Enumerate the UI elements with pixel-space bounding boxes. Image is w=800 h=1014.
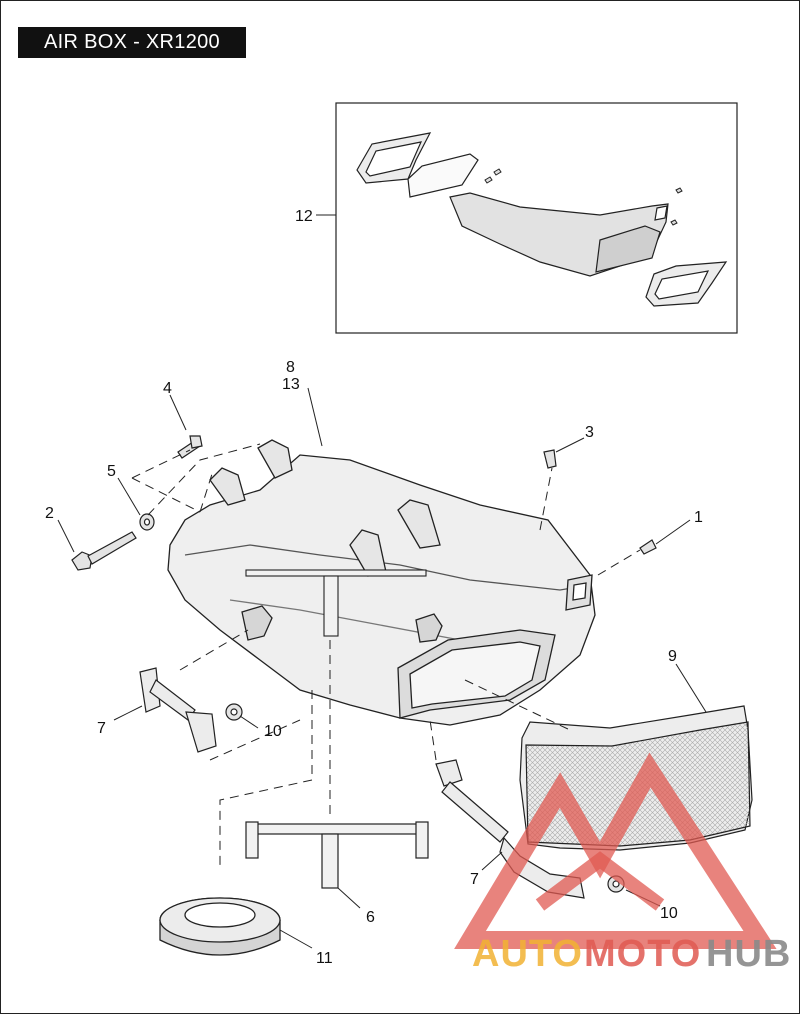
screw-4 <box>177 435 203 459</box>
callout-13: 13 <box>282 376 300 393</box>
callout-2: 2 <box>45 505 54 522</box>
inset-left-trim <box>356 132 432 184</box>
breather-hose-left <box>139 667 217 753</box>
bolt-2 <box>71 531 137 571</box>
clamp-10-left <box>225 703 243 721</box>
callout-10-right: 10 <box>660 905 678 922</box>
assembly-lines <box>131 443 641 870</box>
screw-1 <box>639 539 657 555</box>
callout-6: 6 <box>366 909 375 926</box>
watermark-auto: AUTO <box>472 933 583 975</box>
callout-8: 8 <box>286 359 295 376</box>
callout-9: 9 <box>668 648 677 665</box>
screw-3 <box>543 449 557 469</box>
vent-hose-on-housing <box>245 569 427 637</box>
air-box-housing <box>167 439 596 726</box>
callout-1: 1 <box>694 509 703 526</box>
callout-12: 12 <box>295 208 313 225</box>
callout-10-left: 10 <box>264 723 282 740</box>
callout-7-left: 7 <box>97 720 106 737</box>
inset-box <box>335 102 738 334</box>
watermark-moto: MOTO <box>584 933 701 975</box>
title-banner: AIR BOX - XR1200 <box>18 27 246 58</box>
inset-cover <box>449 192 669 277</box>
grommet-11 <box>159 897 281 956</box>
watermark-hub: HUB <box>706 933 791 975</box>
inset-screws <box>484 168 683 226</box>
callout-11: 11 <box>316 950 333 967</box>
callout-7-right: 7 <box>470 871 479 888</box>
page-title: AIR BOX - XR1200 <box>44 31 220 53</box>
inset-filter-plate <box>407 153 479 198</box>
watermark-logo: AUTO MOTO HUB <box>454 752 791 975</box>
washer-5 <box>139 513 155 531</box>
callout-5: 5 <box>107 463 116 480</box>
callout-3: 3 <box>585 424 594 441</box>
inset-right-trim <box>645 261 728 307</box>
leader-lines <box>57 214 707 949</box>
callout-4: 4 <box>163 380 172 397</box>
vent-tube-6 <box>245 821 429 889</box>
